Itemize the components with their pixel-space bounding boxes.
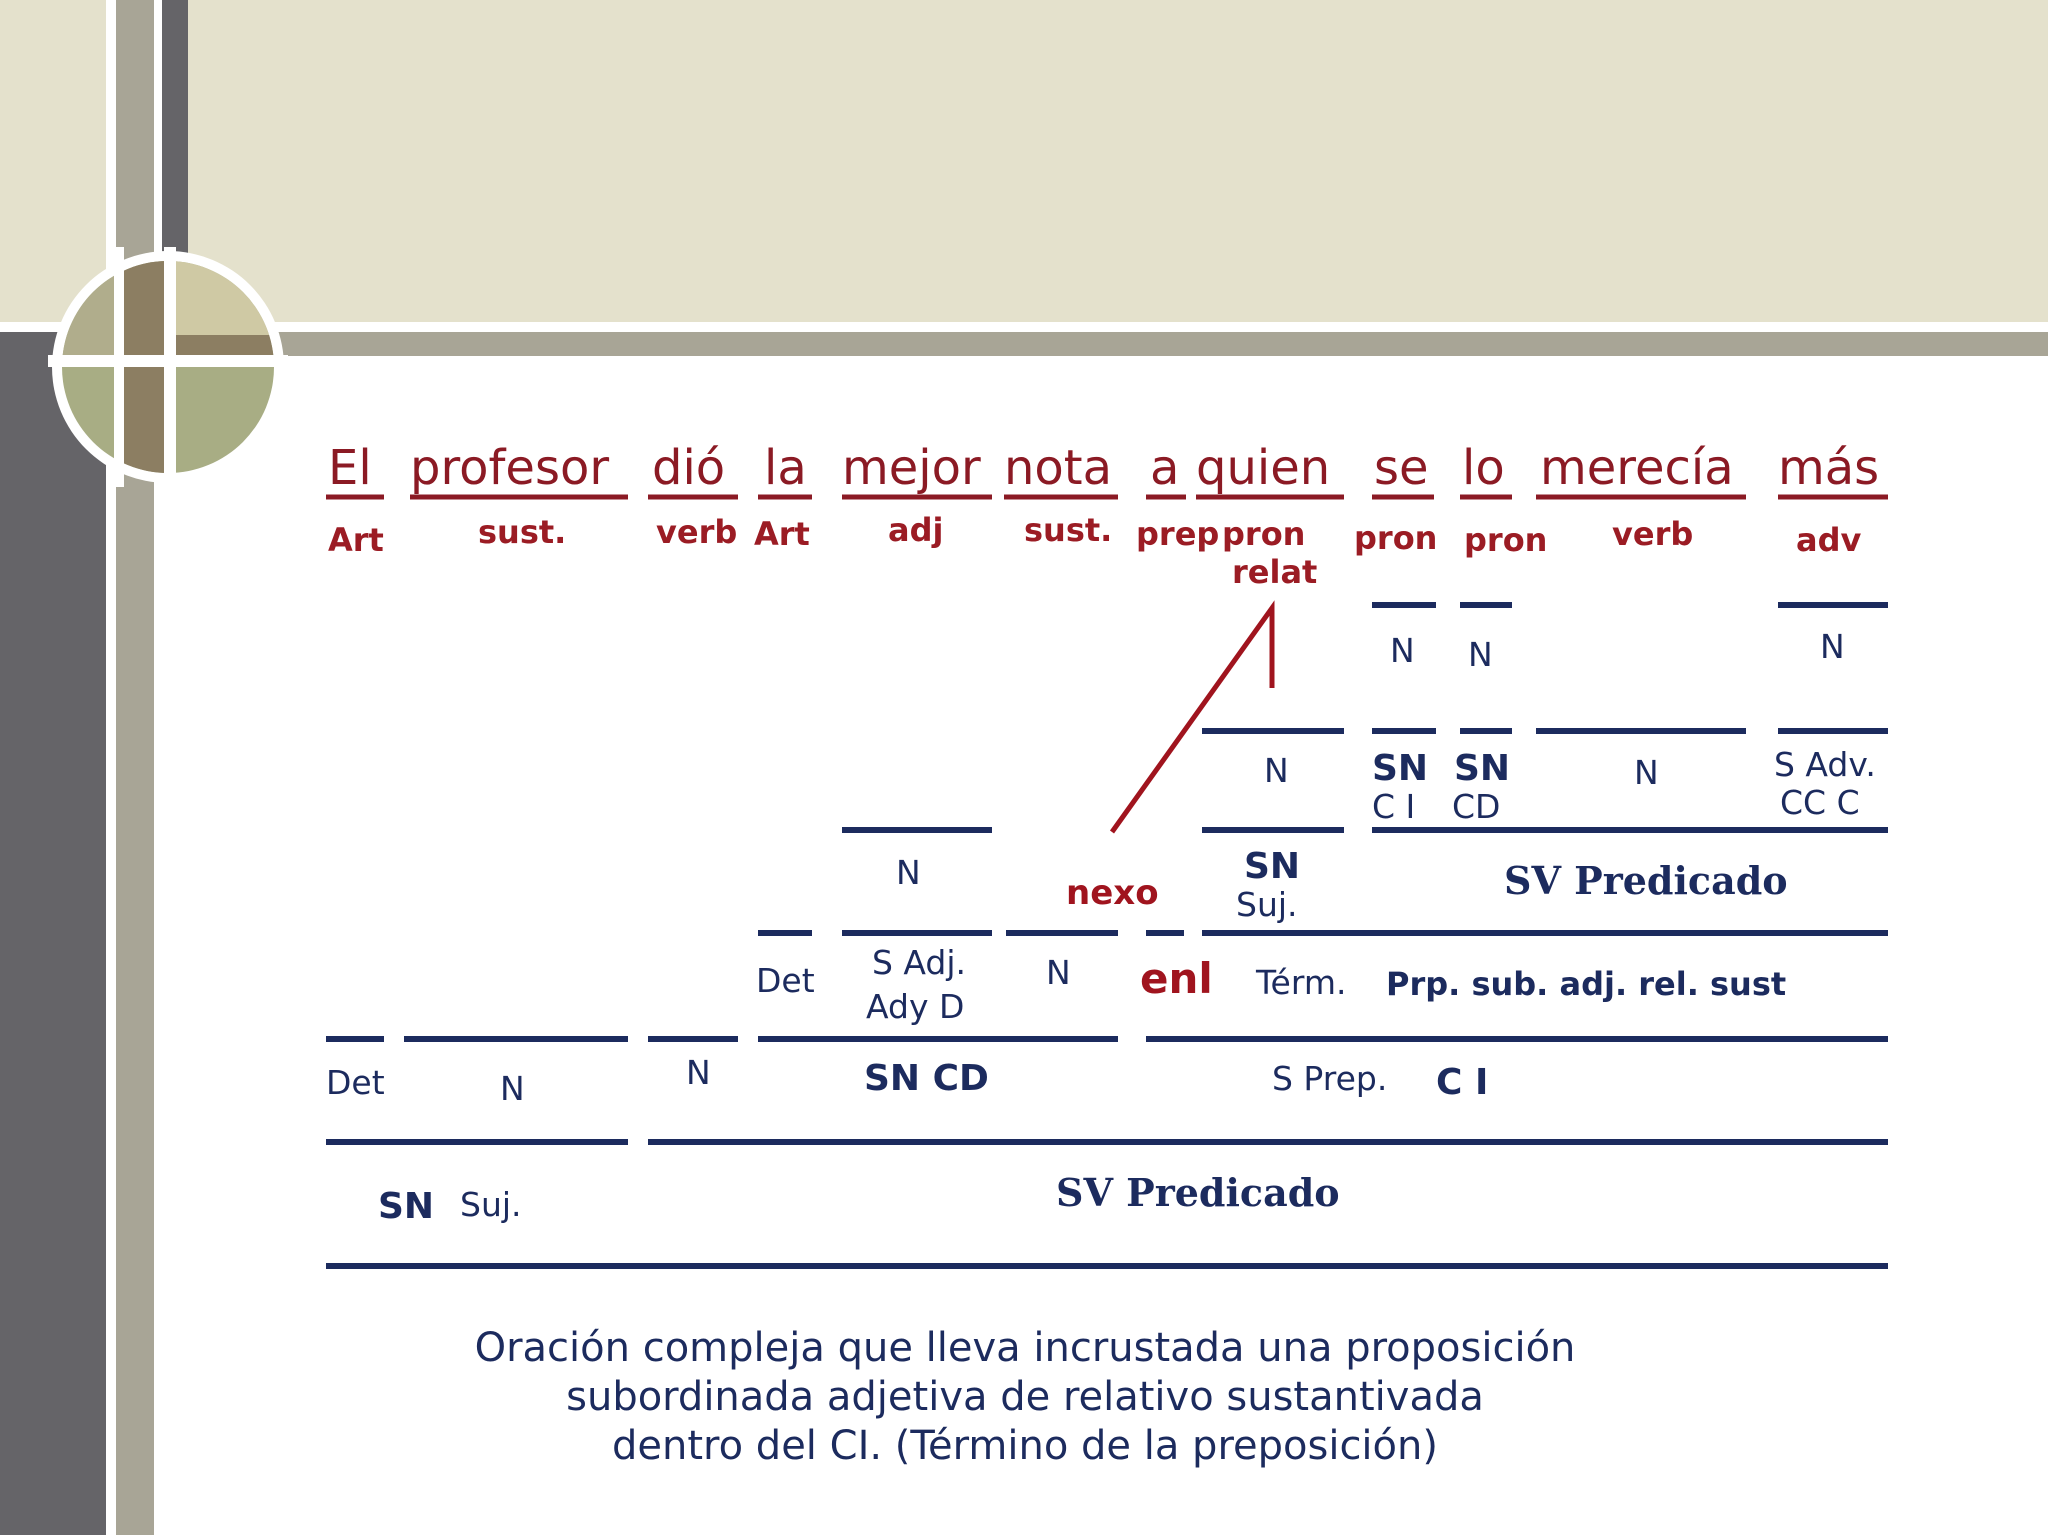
label-n: N xyxy=(896,853,921,892)
vertical-stripe xyxy=(106,0,116,1535)
pos-verb: verb xyxy=(1612,515,1694,553)
caption-line: Oración compleja que lleva incrustada un… xyxy=(474,1325,1576,1371)
inner-sv-predicado: SV Predicado xyxy=(1504,858,1788,903)
label-n: N xyxy=(1634,753,1659,792)
label-cc-c: CC C xyxy=(1780,783,1860,822)
label-suj: Suj. xyxy=(1236,885,1298,924)
header-rule-gray xyxy=(0,332,2048,356)
header-rule-white xyxy=(0,322,2048,332)
label-term: Térm. xyxy=(1256,963,1347,1002)
word-la: la xyxy=(764,440,807,496)
word-se: se xyxy=(1374,440,1429,496)
word-quien: quien xyxy=(1196,440,1331,496)
label-enl: enl xyxy=(1140,954,1213,1003)
label-n: N xyxy=(686,1053,711,1092)
label-s-prep: S Prep. xyxy=(1272,1059,1388,1098)
word-mas: más xyxy=(1778,440,1880,496)
label-sn-ci: SN xyxy=(1372,748,1429,789)
label-suj-main: Suj. xyxy=(460,1185,522,1224)
label-cd: CD xyxy=(1452,787,1501,826)
pos-verb: verb xyxy=(656,513,738,551)
label-n: N xyxy=(1468,635,1493,674)
pos-sust: sust. xyxy=(1024,511,1113,549)
label-n: N xyxy=(1046,953,1071,992)
word-a: a xyxy=(1150,440,1180,496)
left-dark-band xyxy=(0,332,106,1535)
caption-line: dentro del CI. (Término de la preposició… xyxy=(612,1422,1438,1469)
pos-art: Art xyxy=(754,515,810,553)
label-ady-d: Ady D xyxy=(866,987,965,1026)
label-sn-cd: SN xyxy=(1454,748,1511,789)
pos-adj: adj xyxy=(888,511,944,549)
pos-pron: pron xyxy=(1464,521,1548,559)
outer-sv-predicado: SV Predicado xyxy=(1056,1170,1340,1215)
word-profesor: profesor xyxy=(410,440,610,496)
vertical-stripe xyxy=(154,0,162,1535)
pos-prep: prep xyxy=(1136,515,1220,553)
pos-pron: pron xyxy=(1222,515,1306,553)
header-band xyxy=(0,0,2048,322)
pos-sust: sust. xyxy=(478,513,567,551)
vertical-stripe xyxy=(162,0,188,260)
label-n: N xyxy=(1264,751,1289,790)
word-el: El xyxy=(328,440,372,496)
label-sn-main: SN xyxy=(378,1186,435,1227)
circle-emblem-icon xyxy=(48,247,288,487)
label-ci: C I xyxy=(1372,787,1416,826)
caption-line: subordinada adjetiva de relativo sustant… xyxy=(566,1373,1484,1420)
label-n: N xyxy=(1820,627,1845,666)
label-s-adv: S Adv. xyxy=(1774,745,1876,784)
pos-art: Art xyxy=(328,521,384,559)
label-det: Det xyxy=(326,1063,385,1102)
pos-relat: relat xyxy=(1232,553,1318,591)
label-sn-cd-main: SN CD xyxy=(864,1058,989,1099)
label-n: N xyxy=(1390,631,1415,670)
caption: Oración compleja que lleva incrustada un… xyxy=(320,1324,1730,1470)
word-nota: nota xyxy=(1004,440,1113,496)
label-det: Det xyxy=(756,961,815,1000)
label-sn-suj: SN xyxy=(1244,846,1301,887)
label-prp-sub: Prp. sub. adj. rel. sust xyxy=(1386,965,1787,1003)
label-ci-main: C I xyxy=(1436,1062,1489,1103)
word-lo: lo xyxy=(1462,440,1505,496)
label-nexo: nexo xyxy=(1066,873,1159,913)
word-merecia: merecía xyxy=(1540,440,1734,496)
word-mejor: mejor xyxy=(842,440,981,496)
word-dio: dió xyxy=(652,440,726,496)
pos-adv: adv xyxy=(1796,521,1862,559)
pos-pron: pron xyxy=(1354,519,1438,557)
label-s-adj: S Adj. xyxy=(872,943,967,982)
label-n: N xyxy=(500,1069,525,1108)
nexo-link-line xyxy=(1109,600,1275,834)
